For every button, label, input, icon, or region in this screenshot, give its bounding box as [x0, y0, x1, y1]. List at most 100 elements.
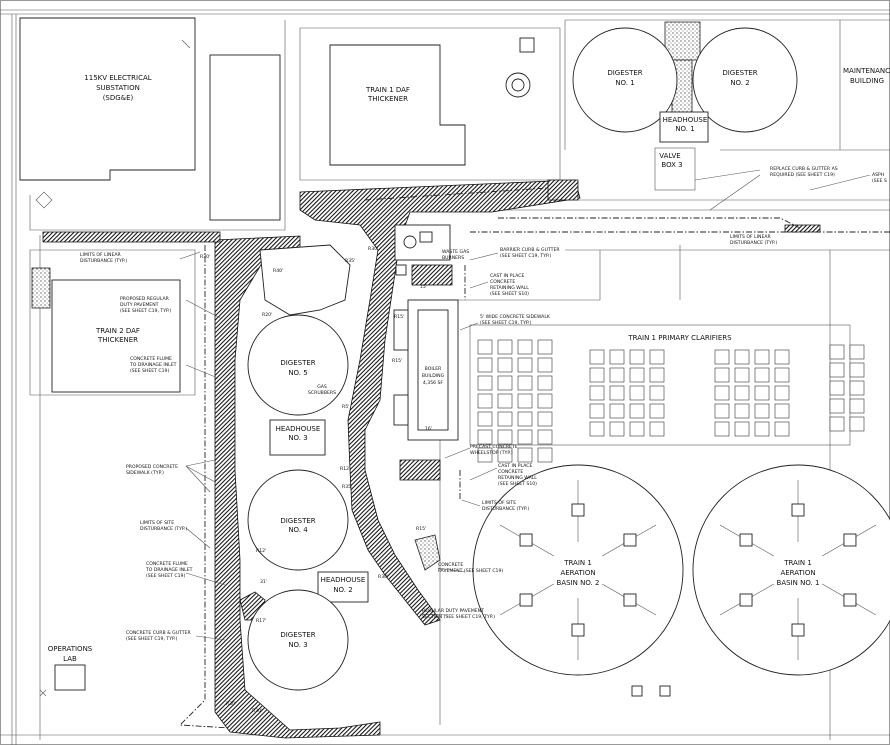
dim-r35: R35' [345, 258, 355, 264]
train2-daf-label-2: THICKENER [97, 336, 138, 344]
proposed-paving [42, 179, 821, 739]
aeration2-label-1: TRAIN 1 [563, 559, 592, 567]
note-flume-top-3: (SEE SHEET C19) [130, 368, 169, 374]
dim-r35-b: R35' [342, 484, 352, 490]
note-flume-bottom-2: TO DRAINAGE INLET [145, 567, 193, 573]
aeration-diffuser [571, 503, 585, 517]
clarifier-cell [589, 403, 605, 419]
dim-r40: R40' [273, 268, 283, 274]
valve-box-label-2: BOX 3 [661, 161, 682, 169]
clarifier-cell [497, 339, 513, 355]
clarifier-cell [477, 357, 493, 373]
substation-label-3: (SDG&E) [103, 94, 134, 102]
headhouse1-label-1: HEADHOUSE [663, 116, 708, 124]
train2-daf-label-1: TRAIN 2 DAF [95, 327, 140, 335]
clarifier-cell [849, 380, 865, 396]
clarifier-cell [754, 385, 770, 401]
substation-label-1: 115KV ELECTRICAL [84, 74, 151, 82]
operations-lab-label-1: OPERATIONS [48, 645, 93, 653]
svg-text:5' WIDE CONCRETE SIDEWALK(SEE: 5' WIDE CONCRETE SIDEWALK(SEE SHEET C19,… [480, 314, 551, 326]
clarifier-cell [497, 447, 513, 463]
clarifier-cell [734, 403, 750, 419]
clarifier-cell [477, 447, 493, 463]
headhouse1-label-2: NO. 1 [675, 125, 694, 133]
clarifier-cell [497, 411, 513, 427]
clarifier-cell [734, 385, 750, 401]
aeration2-label-3: BASIN NO. 2 [557, 579, 600, 587]
clarifier-cell [649, 349, 665, 365]
dim-16: 16' [425, 426, 432, 432]
note-proposed-sidewalk-2: SIDEWALK (TYP.) [126, 470, 164, 476]
note-limit-linear-left-1: LIMITS OF LINEAR [80, 252, 122, 258]
note-replace-curb-1: REPLACE CURB & GUTTER AS [770, 166, 838, 172]
valve-box-label-1: VALVE [659, 152, 680, 160]
dim-r12-b: R12' [256, 548, 266, 554]
limit-of-disturbance [178, 187, 801, 729]
train1-daf-label-2: THICKENER [367, 95, 408, 103]
digester5-label-2: NO. 5 [288, 369, 307, 377]
clarifier-cell [774, 421, 790, 437]
primary-clarifiers-label: TRAIN 1 PRIMARY CLARIFIERS [627, 334, 732, 342]
clarifier-cell [849, 344, 865, 360]
clarifier-cell [629, 349, 645, 365]
digester3-label-1: DIGESTER [280, 631, 315, 639]
svg-text:BARRIER CURB & GUTTER(SEE SHEE: BARRIER CURB & GUTTER(SEE SHEET C19, TYP… [500, 247, 560, 259]
clarifier-cell [537, 357, 553, 373]
digester5-label-1: DIGESTER [280, 359, 315, 367]
dim-r15-b: R15' [392, 358, 402, 364]
note-sidewalk-5ft-1: 5' WIDE CONCRETE SIDEWALK [480, 314, 551, 320]
clarifier-cell [649, 367, 665, 383]
aeration1-label-1: TRAIN 1 [783, 559, 812, 567]
clarifier-cell [537, 411, 553, 427]
clarifier-cell [609, 403, 625, 419]
clarifier-cell [477, 429, 493, 445]
boiler-label-3: 4,356 SF [423, 380, 444, 386]
headhouse3-label-1: HEADHOUSE [276, 425, 321, 433]
note-retaining-top-1: CAST IN PLACE [490, 273, 524, 279]
note-curb-gutter-left-2: (SEE SHEET C19, TYP.) [126, 636, 178, 642]
dim-r12: R12' [340, 466, 350, 472]
dim-r17: R17' [256, 618, 266, 624]
clarifier-cell [829, 362, 845, 378]
aeration-spokes [499, 480, 877, 660]
note-proposed-regular-1: PROPOSED REGULAR [120, 296, 170, 302]
note-limit-site-right-2: DISTURBANCE (TYP.) [482, 506, 529, 512]
dim-r30-bottom: R30' [226, 701, 236, 707]
note-sidewalk-5ft-2: (SEE SHEET C19, TYP.) [480, 320, 532, 326]
clarifier-cell [629, 385, 645, 401]
waste-gas-label-2: BURNERS [442, 255, 464, 261]
leader-lines [179, 169, 871, 641]
clarifier-cell [734, 421, 750, 437]
clarifier-cell [477, 393, 493, 409]
dim-r30-left: R30' [200, 254, 210, 260]
clarifier-cell [714, 349, 730, 365]
svg-text:ASPH(SEE S: ASPH(SEE S [872, 172, 887, 184]
clarifier-cell [714, 385, 730, 401]
note-barrier-curb-1: BARRIER CURB & GUTTER [500, 247, 560, 253]
boiler-label-1: BOILER [425, 366, 443, 372]
headhouse3-label-2: NO. 3 [288, 434, 307, 442]
